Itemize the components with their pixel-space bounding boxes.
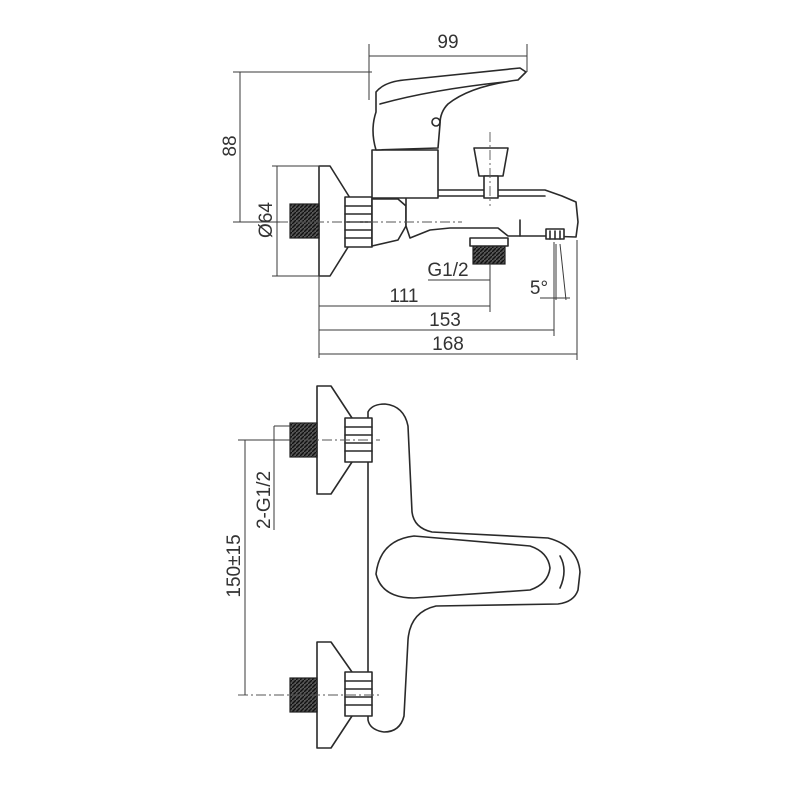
dim-label-168: 168 — [432, 334, 464, 355]
side-spout-body — [405, 189, 579, 239]
dim-label-centers: 150±15 — [224, 534, 245, 597]
top-handle-contour — [375, 535, 551, 599]
dim-label-inlet-thread: G1/2 — [427, 260, 468, 281]
side-view-dimensions: 99 88 Ø64 G1/2 111 153 168 5° — [220, 32, 578, 360]
side-view — [278, 67, 579, 277]
side-outlet-thread — [472, 243, 506, 265]
side-cartridge-body — [371, 149, 439, 199]
side-inlet-thread — [289, 203, 320, 239]
top-view-dimensions: 150±15 2-G1/2 — [224, 425, 292, 695]
dim-label-angle: 5° — [530, 278, 548, 299]
dim-label-threads: 2-G1/2 — [254, 471, 275, 529]
dim-label-diameter: Ø64 — [256, 202, 277, 238]
side-elbow — [371, 198, 407, 247]
top-hex-nut-lower — [344, 671, 373, 717]
dim-label-88: 88 — [220, 135, 241, 156]
side-diverter-stem — [483, 175, 499, 199]
side-diverter-knob — [473, 147, 509, 177]
top-view — [238, 385, 581, 749]
side-lever-handle — [372, 67, 527, 151]
dim-label-153: 153 — [429, 310, 461, 331]
top-body-outline — [367, 403, 581, 733]
dim-label-99: 99 — [437, 32, 458, 53]
dim-label-111: 111 — [390, 286, 419, 307]
